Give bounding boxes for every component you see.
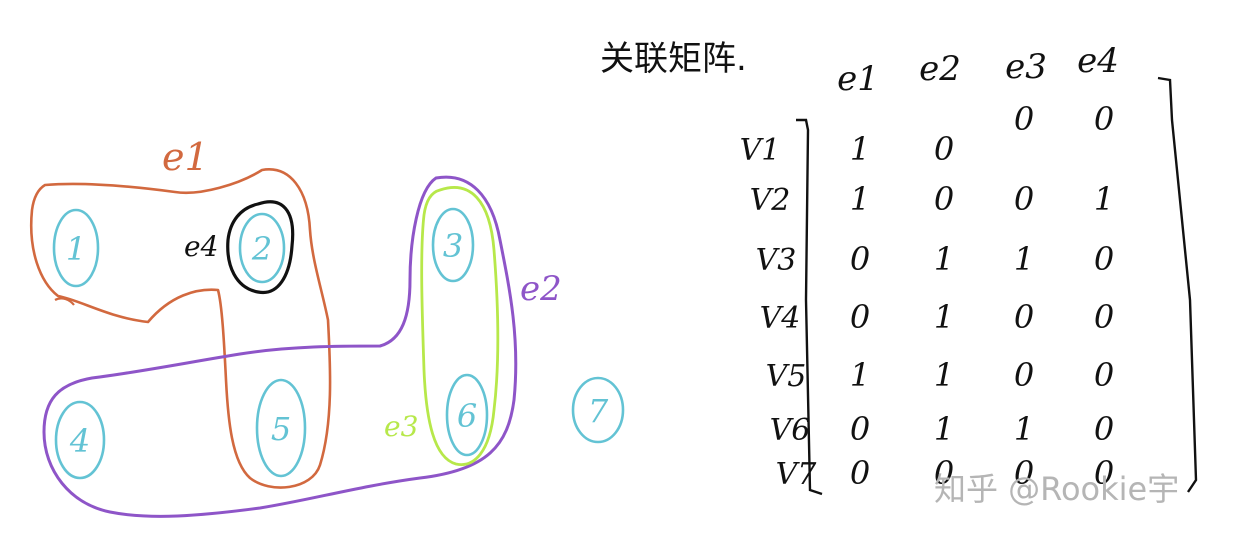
vertex-2-label: 2: [251, 230, 272, 268]
matrix-cell: 0: [850, 410, 870, 448]
matrix-title: 关联矩阵.: [600, 39, 747, 79]
edge-label-e1: e1: [162, 135, 209, 179]
matrix-cell: 0: [1014, 356, 1034, 394]
matrix-cell: 0: [1094, 410, 1114, 448]
hyperedge-e4: [226, 200, 295, 295]
edge-label-e2: e2: [520, 269, 562, 309]
matrix-cell: 0: [1014, 298, 1034, 336]
matrix-cell: 1: [934, 356, 954, 394]
watermark: 知乎 @Rookie宇: [934, 470, 1179, 508]
vertex-5-label: 5: [271, 410, 291, 448]
matrix-left-bracket: [796, 118, 823, 496]
hyperedge-e3: [420, 186, 500, 466]
row-header-v2: V2: [750, 183, 791, 218]
vertex-2: 2: [238, 212, 286, 284]
matrix-cell: 0: [934, 454, 954, 492]
vertex-4: 4: [54, 400, 106, 480]
matrix-cell: 0: [1014, 100, 1034, 138]
matrix-cell: 0: [1014, 454, 1034, 492]
matrix-cell: 1: [934, 240, 954, 278]
matrix-cell: 1: [850, 130, 870, 168]
vertex-7-label: 7: [588, 392, 609, 430]
col-header-e1: e1: [837, 59, 879, 99]
vertex-1: 1: [52, 208, 100, 288]
row-header-v6: V6: [770, 413, 811, 448]
row-header-v4: V4: [760, 301, 801, 336]
matrix-cell: 0: [1094, 298, 1114, 336]
vertex-1-circle: [52, 208, 100, 288]
col-header-e4: e4: [1077, 41, 1119, 81]
vertex-5-circle: [255, 378, 307, 478]
hyperedge-e2-outline: [42, 175, 518, 518]
matrix-cell: 0: [850, 454, 870, 492]
vertex-5: 5: [255, 378, 307, 478]
vertex-7: 7: [571, 376, 625, 444]
matrix-right-bracket: [1157, 76, 1198, 493]
hyperedge-e1-tail: [54, 297, 75, 306]
hyperedge-e3-outline: [420, 186, 500, 466]
edge-label-e4: e4: [184, 230, 218, 263]
matrix-cell: 0: [850, 240, 870, 278]
matrix-cell: 0: [934, 130, 954, 168]
matrix-cells: 1 0 0 0 1 0 0 1 0 1 1 0 0 1 0 0 1 1 0 0 0 1 1 0 0 0 0 0: [850, 100, 1114, 492]
hyperedge-e1-outline: [29, 168, 332, 489]
vertex-3-circle: [431, 207, 475, 283]
matrix-cell: 0: [934, 180, 954, 218]
hyperedge-e2: [42, 175, 518, 518]
row-header-v1: V1: [740, 133, 781, 168]
matrix-cell: 0: [1094, 100, 1114, 138]
row-header-v5: V5: [766, 359, 807, 394]
matrix-cell: 0: [1094, 240, 1114, 278]
matrix-cell: 0: [1014, 180, 1034, 218]
matrix-cell: 1: [850, 180, 870, 218]
matrix-cell: 0: [1094, 356, 1114, 394]
hyperedge-e1: [29, 168, 332, 489]
matrix-cell: 1: [1014, 410, 1034, 448]
vertex-4-circle: [54, 400, 106, 480]
vertex-3: 3: [431, 207, 475, 283]
vertex-3-label: 3: [443, 227, 463, 265]
col-header-e2: e2: [919, 49, 961, 89]
matrix-cell: 0: [1094, 454, 1114, 492]
matrix-cell: 1: [850, 356, 870, 394]
hyperedge-e4-outline: [226, 200, 295, 295]
vertex-4-label: 4: [69, 422, 90, 460]
matrix-cell: 1: [934, 410, 954, 448]
vertex-1-label: 1: [66, 230, 86, 268]
vertex-6: 6: [445, 373, 489, 457]
row-header-v3: V3: [756, 243, 797, 278]
edge-label-e3: e3: [384, 410, 418, 443]
matrix-cell: 1: [1014, 240, 1034, 278]
matrix-column-headers: e1 e2 e3 e4: [837, 41, 1119, 99]
col-header-e3: e3: [1005, 47, 1047, 87]
matrix-cell: 1: [934, 298, 954, 336]
vertex-6-label: 6: [457, 397, 477, 435]
vertex-2-circle: [238, 212, 286, 284]
vertex-7-circle: [571, 376, 625, 444]
vertex-6-circle: [445, 373, 489, 457]
row-header-v7: V7: [776, 457, 818, 492]
matrix-cell: 0: [850, 298, 870, 336]
matrix-cell: 1: [1094, 180, 1114, 218]
